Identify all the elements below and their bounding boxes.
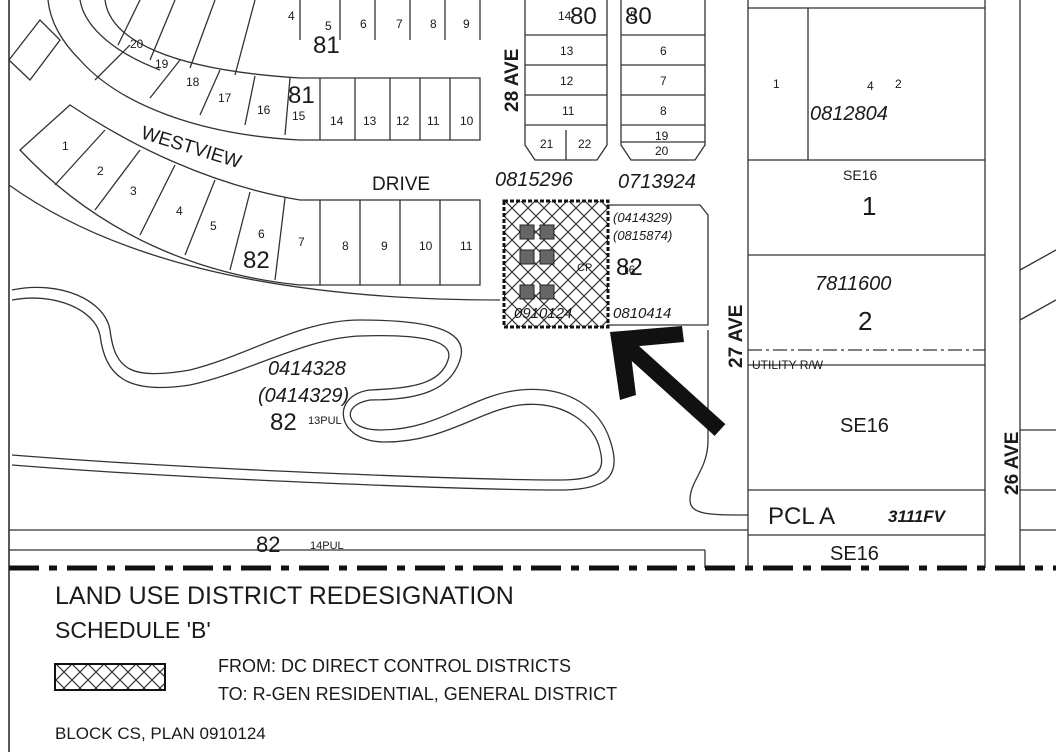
utility-rw-label: UTILITY R/W [752,358,824,372]
plan-0910124: 0910124 [514,305,572,322]
svg-text:8: 8 [660,104,667,118]
svg-text:16: 16 [257,103,271,117]
pul13-label: 13PUL [308,415,342,427]
legend-schedule: SCHEDULE 'B' [55,617,211,643]
svg-text:22: 22 [578,137,592,151]
svg-text:1: 1 [62,139,69,153]
block-81-label-a: 81 [313,32,340,59]
svg-text:7: 7 [298,235,305,249]
block-82-label-b: 82 [616,254,643,281]
svg-text:11: 11 [562,104,575,118]
plan-0414328: 0414328 [268,358,346,380]
svg-text:1: 1 [862,191,876,221]
block-80-label-b: 80 [625,3,652,30]
svg-text:11: 11 [427,114,440,128]
legend-to: TO: R-GEN RESIDENTIAL, GENERAL DISTRICT [218,684,618,704]
right-parcels [689,0,1056,568]
block-82-lots [8,104,501,301]
svg-text:17: 17 [218,91,232,105]
svg-text:12: 12 [396,114,410,128]
svg-text:12: 12 [560,74,574,88]
svg-text:5: 5 [630,9,637,23]
arrow-pointer [610,326,726,436]
svg-text:21: 21 [540,137,554,151]
svg-text:8: 8 [342,239,349,253]
plan-0810414: 0810414 [613,305,671,322]
ave-blocks [524,0,709,326]
svg-text:2: 2 [858,306,872,336]
svg-text:6: 6 [360,17,367,31]
street-drive: DRIVE [372,174,430,195]
svg-text:7: 7 [660,74,667,88]
building-footprints [519,224,555,300]
plan-0815296: 0815296 [495,169,574,191]
svg-text:14: 14 [558,9,572,23]
legend-title: LAND USE DISTRICT REDESIGNATION [55,582,514,610]
svg-text:20: 20 [655,144,669,158]
svg-text:20: 20 [130,37,144,51]
cp-label: CP [577,262,592,274]
svg-text:7: 7 [396,17,403,31]
svg-text:10: 10 [460,114,474,128]
svg-text:4: 4 [867,79,874,93]
plan-0414329-small: (0414329) [613,210,672,225]
legend-from: FROM: DC DIRECT CONTROL DISTRICTS [218,656,572,676]
svg-text:4: 4 [288,9,295,23]
street-westview: WESTVIEW [139,123,244,173]
block-82-label-a: 82 [243,247,270,274]
block-82-label-c: 82 [270,409,297,436]
svg-text:2: 2 [895,77,902,91]
street-27-ave: 27 AVE [726,305,747,368]
plan-0713924: 0713924 [618,171,696,193]
pcl-a-label: PCL A [768,503,835,530]
svg-text:5: 5 [325,19,332,33]
svg-text:6: 6 [660,44,667,58]
block-82-label-d: 82 [256,532,280,557]
block-81-label-b: 81 [288,82,315,109]
block-80-label-a: 80 [570,3,597,30]
svg-text:13: 13 [560,44,574,58]
se16-label-top: SE16 [843,167,877,183]
svg-text:9: 9 [381,239,388,253]
svg-text:19: 19 [155,57,169,71]
street-26-ave: 26 AVE [1002,432,1023,495]
svg-text:6: 6 [258,227,265,241]
legend-swatch [54,663,166,691]
legend-block: BLOCK CS, PLAN 0910124 [55,724,266,743]
pul14-label: 14PUL [310,540,344,552]
pul-strip [9,529,748,568]
svg-text:13: 13 [363,114,377,128]
svg-text:5: 5 [210,219,217,233]
se16-label-mid: SE16 [840,415,889,437]
pul-parcel-inner [11,297,603,481]
pul-parcel-outline [11,286,615,491]
se16-label-bottom: SE16 [830,543,879,565]
svg-text:3: 3 [130,184,137,198]
svg-text:15: 15 [292,109,306,123]
plan-7811600: 7811600 [815,273,891,295]
plan-3111fv: 3111FV [888,507,947,526]
plan-0414329: (0414329) [258,385,349,407]
plan-0815874: (0815874) [613,228,672,243]
svg-text:4: 4 [176,204,183,218]
svg-text:2: 2 [97,164,104,178]
svg-text:1: 1 [773,77,780,91]
block-81-lots [8,0,481,141]
svg-text:18: 18 [186,75,200,89]
svg-text:16: 16 [622,263,636,277]
svg-text:10: 10 [419,239,433,253]
svg-text:19: 19 [655,129,669,143]
svg-text:14: 14 [330,114,344,128]
svg-text:8: 8 [430,17,437,31]
svg-text:11: 11 [460,239,473,253]
street-28-ave: 28 AVE [502,49,523,112]
plan-0812804: 0812804 [810,103,888,125]
svg-text:9: 9 [463,17,470,31]
